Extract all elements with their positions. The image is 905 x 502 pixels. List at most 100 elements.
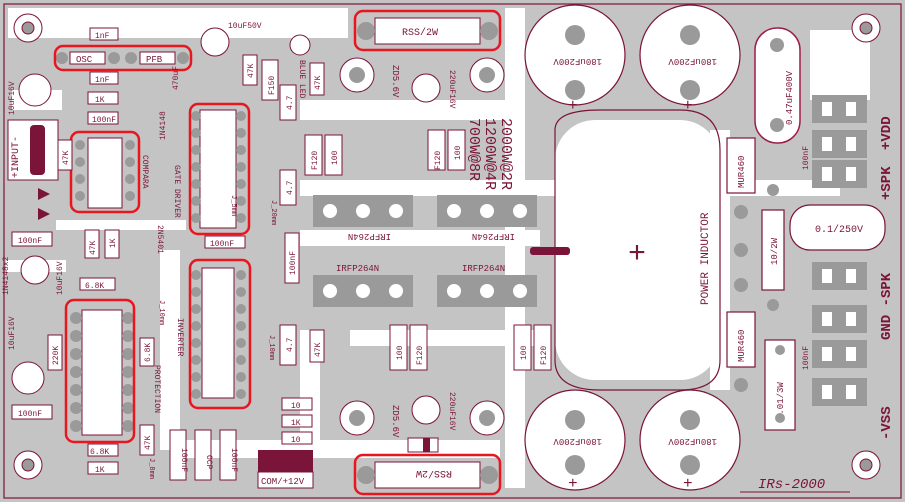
rss-resistor-top: RSS/2W [357,17,498,45]
cap-big-bottom-right: 180uF200V + [639,389,741,493]
svg-text:IRFP264N: IRFP264N [472,231,515,241]
svg-text:RSS/2W: RSS/2W [416,467,452,479]
svg-text:F120: F120 [416,346,425,365]
svg-text:+: + [568,475,578,493]
svg-text:100nF: 100nF [289,251,298,275]
svg-text:4.7: 4.7 [286,180,295,195]
svg-text:10: 10 [291,402,301,411]
svg-text:10uF16V: 10uF16V [8,316,17,350]
svg-text:47K: 47K [144,435,153,450]
com-12v-connector: COM/+12V [257,450,314,489]
svg-text:47K: 47K [62,150,71,165]
svg-text:220uF16V: 220uF16V [447,70,456,109]
label-protection: PROTECTION [152,365,161,413]
cap-10uf50v [200,27,230,57]
svg-text:+: + [568,97,578,115]
ratings-block: 700W@8R 1200W@4R 2000W@2R [465,118,514,190]
label-compara: COMPARA [140,155,149,189]
terminal-blocks-right [812,95,867,406]
svg-text:0.1/250V: 0.1/250V [815,224,863,236]
cap-big-label: 180uF200V [668,436,717,446]
svg-text:4.7: 4.7 [286,95,295,110]
board-name: IRs-2000 [758,477,825,493]
svg-text:IRFP264N: IRFP264N [336,264,379,274]
blue-led [289,34,311,56]
cap-big-top-right: 180uF200V + [639,4,741,115]
svg-text:100nF: 100nF [92,116,116,125]
zener-top: ZD5.6V 220uF16V [339,57,505,109]
svg-text:6.8K: 6.8K [90,448,109,457]
svg-text:0.47uF400V: 0.47uF400V [785,70,795,125]
svg-text:220uF16V: 220uF16V [447,392,456,431]
svg-text:220K: 220K [52,346,61,365]
svg-text:2000W@2R: 2000W@2R [497,118,514,190]
svg-text:47K: 47K [247,63,256,78]
svg-text:100nF: 100nF [18,410,42,419]
label-vdd: +VDD [879,116,895,150]
svg-text:1nF: 1nF [95,32,110,41]
input-connector: +INPUT- [7,119,59,181]
svg-text:1N4148x2: 1N4148x2 [2,256,11,295]
label-spk-pos: +SPK [879,166,895,200]
highlight-ic-comparator [69,130,141,214]
svg-text:ZD5.6V: ZD5.6V [390,65,400,98]
mosfet-bottom-left: IRFP264N [313,264,413,307]
highlight-osc-pfb [53,44,193,72]
svg-text:OSC: OSC [76,55,93,65]
svg-text:J_20mm: J_20mm [269,200,277,225]
label-j8mm: J_8mm [147,458,155,479]
cap-big-top-left: 180uF200V + [524,4,626,115]
svg-text:F120: F120 [434,151,443,170]
svg-text:700W@8R: 700W@8R [465,118,482,181]
svg-text:47K: 47K [89,240,98,255]
inductor-plus-sign: + [628,238,646,272]
svg-text:F120: F120 [540,346,549,365]
diode-mur460-top: MUR460 [726,137,756,292]
svg-text:10uF16V: 10uF16V [56,261,65,295]
svg-text:0.01/3W: 0.01/3W [776,382,786,420]
diode-mur460-bottom: MUR460 [726,311,756,392]
svg-text:J_5mm: J_5mm [229,195,237,216]
svg-text:100nF: 100nF [179,448,188,472]
svg-text:+INPUT-: +INPUT- [11,136,22,178]
label-j10mm-left: J_10mm [157,300,165,325]
gate-resistors-bottom: 100 F120 100 F120 [389,324,552,371]
mosfet-bottom-right: IRFP264N [437,264,537,307]
rss-resistor-bottom: RSS/2W [357,461,498,489]
ic-gate-driver: J_5mm [191,109,246,229]
svg-text:1K: 1K [109,238,118,248]
highlight-inverter [188,258,252,410]
bottom-row-components: 100nF OCP 100nF 10 1K 10 47K 6.8K [139,337,313,481]
svg-text:MUR460: MUR460 [737,330,747,362]
label-inverter: INVERTER [175,318,184,357]
cap-big-bottom-left: 180uF200V + [524,389,626,493]
inductor-minus-bar [530,247,570,255]
svg-text:RSS/2W: RSS/2W [402,27,438,39]
cap-047uf: 0.47uF400V [754,27,801,144]
left-resistors: 47K 220K 47K 1K 6.8K 1K 100nF 1nF 1nF 1K… [47,27,120,475]
svg-text:4.7: 4.7 [286,337,295,352]
svg-text:F150: F150 [268,76,277,95]
label-blue-led: BLUE LED [297,60,306,99]
svg-text:100: 100 [396,345,405,360]
svg-text:COM/+12V: COM/+12V [261,477,305,487]
svg-text:+: + [683,475,693,493]
svg-text:ZD5.6V: ZD5.6V [390,405,400,438]
label-gate-driver: GATE DRIVER [172,165,181,218]
ic-comparator [75,137,135,209]
mounting-holes [13,13,881,480]
power-inductor-outline [554,109,721,391]
center-resistors: F150 4.7 4.7 4.7 47K 47K 47K 100nF 100nF… [204,54,325,366]
cap-big-label: 180uF200V [553,436,602,446]
cap-100nf-right-bottom: 100nF [802,346,811,370]
highlight-rss-top [353,9,502,52]
zener-bottom: ZD5.6V 220uF16V [339,392,505,453]
cap-big-label: 180uF200V [553,56,602,66]
label-10uf50v: 10uF50V [228,22,262,31]
svg-text:1K: 1K [95,96,105,105]
svg-text:1200W@4R: 1200W@4R [481,118,498,190]
label-2n5401: 2N5401 [155,225,164,254]
svg-text:100: 100 [454,145,463,160]
